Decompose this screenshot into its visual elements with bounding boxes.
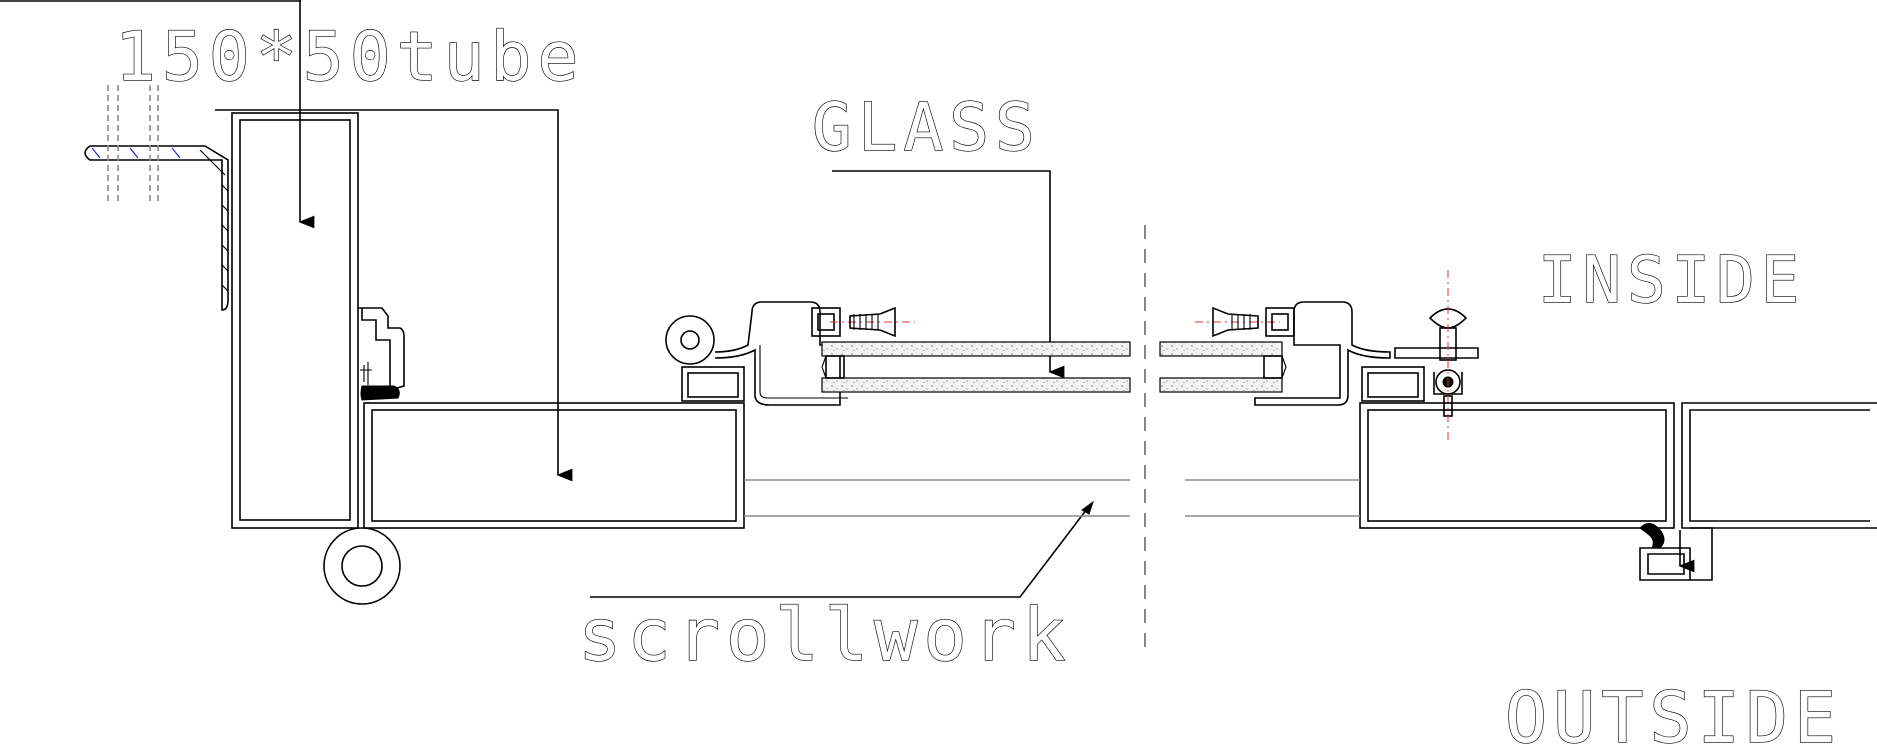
horizontal-tube-right	[1359, 402, 1675, 529]
screw-right	[1195, 306, 1280, 338]
scrollwork-lines	[744, 479, 1360, 517]
horizontal-tube-far-right	[1681, 402, 1877, 529]
leader-scrollwork	[590, 500, 1094, 598]
roller-wheel	[323, 527, 401, 605]
clip-profile	[358, 307, 405, 401]
label-scrollwork: scrollwork	[578, 593, 1071, 677]
label-tube: 150*50tube	[115, 18, 584, 97]
bolt-marks	[91, 147, 181, 159]
glazing-profile-left	[714, 301, 848, 406]
title-frame	[0, 0, 301, 2]
label-outside: OUTSIDE	[1505, 677, 1842, 745]
lock-mechanism	[1394, 270, 1479, 440]
seal-bracket	[1639, 523, 1713, 581]
leader-tube	[215, 0, 573, 482]
screw-left	[830, 306, 915, 338]
label-inside: INSIDE	[1538, 244, 1805, 318]
leader-glass	[832, 170, 1065, 379]
hinge-roller-left	[665, 315, 745, 402]
horizontal-tube-left	[363, 402, 745, 529]
label-glass: GLASS	[812, 89, 1041, 166]
angle-bracket	[84, 85, 229, 311]
vertical-tube	[231, 112, 359, 529]
glass-panel-left	[821, 341, 1131, 393]
glass-panel-right	[1159, 341, 1287, 393]
glazing-profile-right	[1254, 301, 1425, 406]
